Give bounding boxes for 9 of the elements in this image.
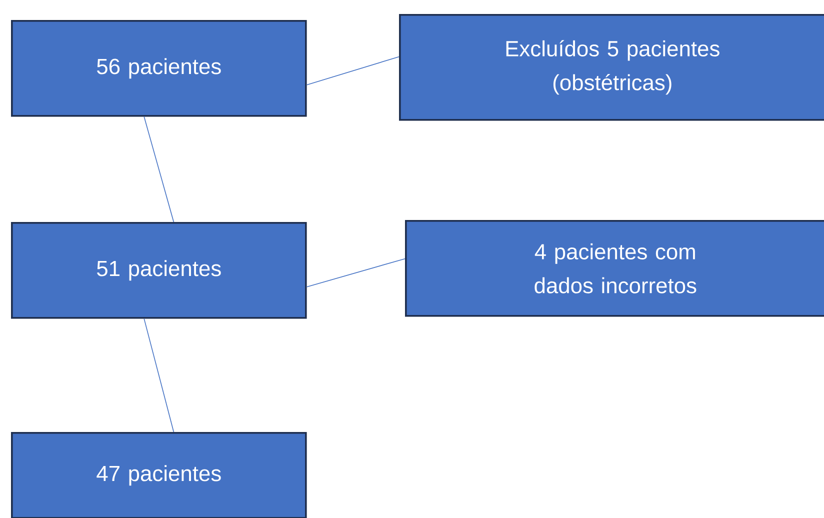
connector-line	[306, 258, 406, 288]
process-box: 4 pacientes com dados incorretos	[405, 220, 824, 317]
process-box: 47 pacientes	[11, 432, 307, 518]
process-box: 51 pacientes	[11, 222, 307, 319]
process-box: Excluídos 5 pacientes (obstétricas)	[399, 14, 824, 121]
connector-line	[144, 318, 174, 432]
connector-line	[144, 116, 174, 222]
process-box: 56 pacientes	[11, 20, 307, 117]
connector-line	[306, 56, 400, 86]
